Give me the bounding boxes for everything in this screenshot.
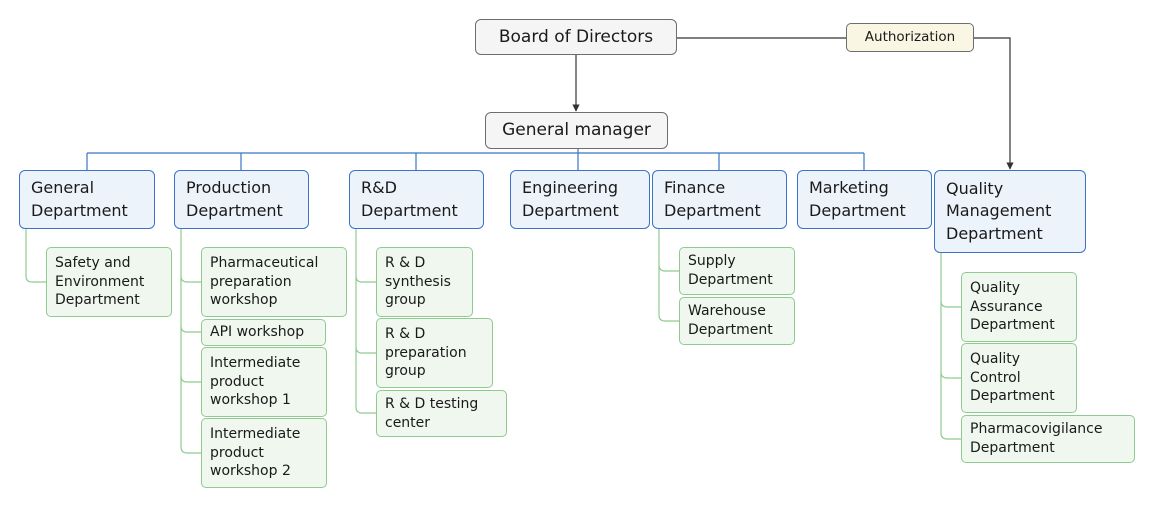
warehouse-department-node: Warehouse Department	[679, 297, 795, 345]
production-department-node: Production Department	[174, 170, 309, 229]
quality-control-department-node: Quality Control Department	[961, 343, 1077, 413]
pharmacovigilance-department-node: Pharmacovigilance Department	[961, 415, 1135, 463]
board-of-directors-node: Board of Directors	[475, 19, 677, 55]
authorization-to-quality-arrow	[974, 37, 1014, 170]
authorization-label: Authorization	[846, 23, 974, 52]
finance-department-node: Finance Department	[652, 170, 787, 229]
production-dept-branch-0	[180, 275, 201, 283]
rd-dept-branch-0	[355, 275, 376, 283]
pharmaceutical-preparation-workshop-node: Pharmaceutical preparation workshop	[201, 247, 347, 317]
marketing-department-node: Marketing Department	[797, 170, 932, 229]
production-dept-branch-1	[180, 325, 201, 333]
rd-dept-branch-2	[355, 406, 376, 414]
finance-dept-branch-0	[658, 264, 679, 272]
quality-dept-branch-0	[940, 300, 961, 308]
quality-management-department-node: Quality Management Department	[934, 170, 1086, 253]
general-department-node: General Department	[19, 170, 155, 229]
production-dept-branch-2	[180, 375, 201, 383]
general-dept-branch-0	[25, 275, 46, 283]
quality-dept-branch-1	[940, 371, 961, 379]
rd-synthesis-group-node: R & D synthesis group	[376, 247, 473, 317]
supply-department-node: Supply Department	[679, 247, 795, 295]
rd-preparation-group-node: R & D preparation group	[376, 318, 493, 388]
intermediate-product-workshop-1-node: Intermediate product workshop 1	[201, 347, 327, 417]
api-workshop-node: API workshop	[201, 319, 326, 346]
rd-department-node: R&D Department	[349, 170, 484, 229]
engineering-department-node: Engineering Department	[510, 170, 650, 229]
rd-testing-center-node: R & D testing center	[376, 390, 507, 437]
general-manager-node: General manager	[485, 112, 668, 149]
quality-dept-branch-2	[940, 432, 961, 440]
quality-assurance-department-node: Quality Assurance Department	[961, 272, 1077, 342]
rd-dept-branch-1	[355, 346, 376, 354]
production-dept-branch-3	[180, 446, 201, 454]
finance-dept-branch-1	[658, 314, 679, 322]
safety-environment-department-node: Safety and Environment Department	[46, 247, 172, 317]
intermediate-product-workshop-2-node: Intermediate product workshop 2	[201, 418, 327, 488]
